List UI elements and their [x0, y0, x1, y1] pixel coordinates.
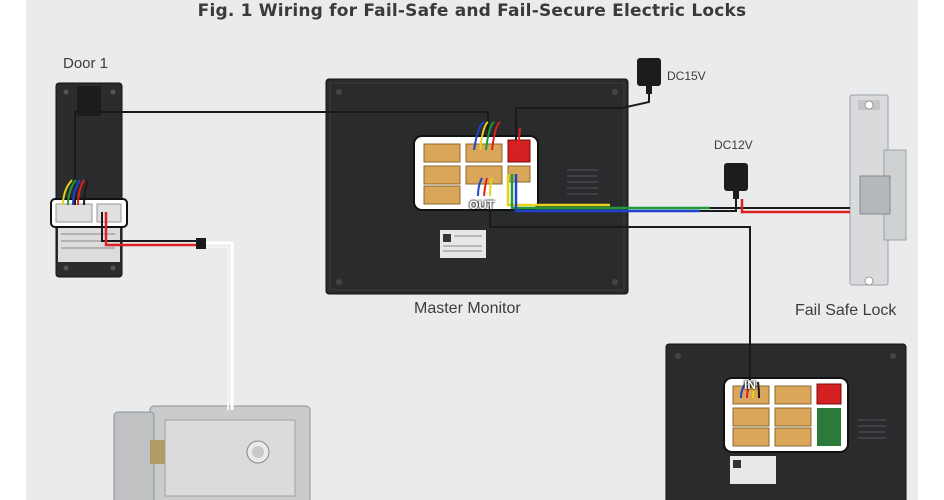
out-port-label: OUT [469, 198, 495, 212]
dc15v-label: DC15V [667, 69, 706, 83]
slave-terminal-block [723, 377, 849, 453]
door-label: Door 1 [63, 55, 109, 72]
master-monitor-label: Master Monitor [414, 300, 521, 317]
fail-safe-lock [849, 94, 907, 286]
psu-dc12v [724, 163, 748, 199]
in-port-label: IN [744, 378, 756, 392]
fail-secure-lock [113, 405, 311, 500]
fail-safe-lock-label: Fail Safe Lock [795, 302, 897, 319]
dc12v-label: DC12V [714, 138, 753, 152]
psu-dc15v [637, 58, 661, 94]
figure-title: Fig. 1 Wiring for Fail-Safe and Fail-Sec… [197, 1, 747, 21]
